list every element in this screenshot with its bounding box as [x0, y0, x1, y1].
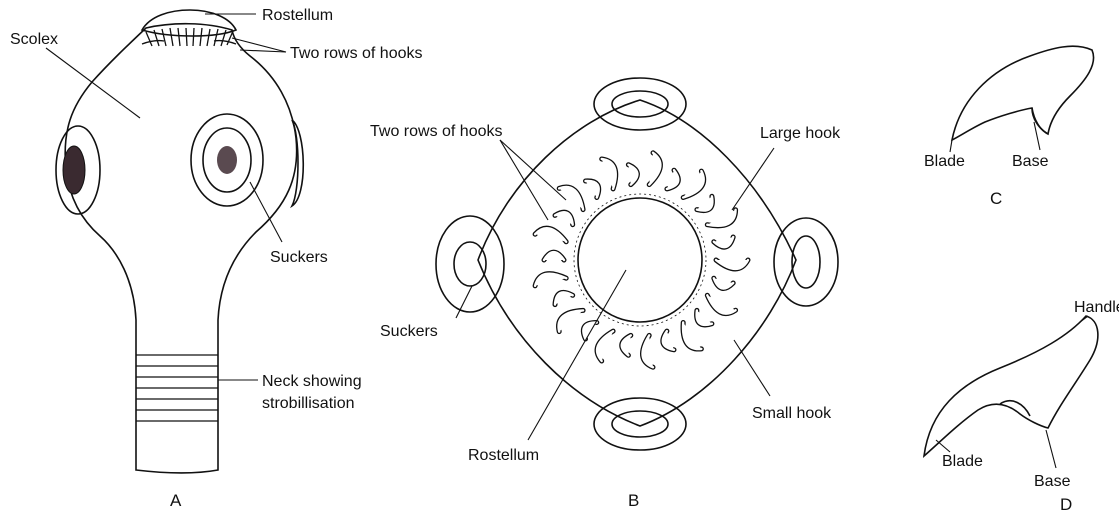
hook-highlight: [535, 228, 566, 242]
hook-highlight: [697, 310, 712, 325]
leader-b-suckers: [456, 286, 472, 318]
label-a-rostellum: Rostellum: [262, 7, 333, 24]
caption-b: B: [628, 491, 639, 510]
leader-b-rostellum: [528, 270, 626, 440]
rostellum-circle: [578, 198, 702, 322]
large-hook-shape: [952, 46, 1094, 140]
label-d-base: Base: [1034, 473, 1071, 490]
leader-a-scolex: [46, 48, 140, 118]
sucker-left: [436, 216, 504, 312]
caption-a: A: [170, 491, 182, 510]
label-b-hooks: Two rows of hooks: [370, 123, 503, 140]
small-hook-notch: [1000, 401, 1030, 416]
sucker-left: [56, 126, 100, 214]
leader-c-blade: [950, 140, 952, 152]
hook-highlight: [559, 187, 583, 210]
hook-highlight: [716, 260, 748, 269]
sucker-right: [292, 120, 303, 206]
label-a-hooks: Two rows of hooks: [290, 45, 423, 62]
neck-segments: [136, 355, 218, 421]
figure-c: Blade Base C: [924, 46, 1094, 208]
label-b-rostellum: Rostellum: [468, 447, 539, 464]
label-d-blade: Blade: [942, 453, 983, 470]
hook-highlight: [555, 212, 573, 225]
label-a-neck-line1: Neck showing: [262, 373, 362, 390]
figure-d: Handle Blade Base D: [924, 299, 1119, 514]
leader-d-base: [1046, 430, 1056, 468]
hook-highlight: [586, 181, 599, 198]
caption-c: C: [990, 189, 1002, 208]
hook-highlight: [559, 310, 584, 331]
label-b-suckers: Suckers: [380, 323, 438, 340]
hook-highlight: [597, 331, 613, 361]
label-b-small-hook: Small hook: [752, 405, 832, 422]
rostellum-hooks: [142, 28, 236, 46]
leader-b-hooks-1: [500, 140, 566, 200]
leader-d-blade: [936, 440, 950, 452]
large-hook-notch: [1032, 108, 1048, 134]
sucker-center: [191, 114, 263, 206]
hooks-ring: [535, 153, 748, 367]
hook-highlight: [555, 292, 573, 304]
hook-highlight: [663, 331, 674, 350]
leader-d-handle: [1080, 316, 1088, 322]
label-a-suckers: Suckers: [270, 249, 328, 266]
hook-highlight: [683, 171, 704, 197]
figure-b: Two rows of hooks Large hook Suckers Sma…: [370, 78, 841, 510]
hook-highlight: [649, 153, 660, 185]
sucker-top: [594, 78, 686, 130]
hook-highlight: [707, 295, 735, 313]
small-hook-shape: [924, 316, 1098, 456]
label-c-blade: Blade: [924, 153, 965, 170]
sucker-bottom: [594, 398, 686, 450]
leader-b-hooks-2: [500, 140, 548, 220]
hook-highlight: [697, 196, 713, 210]
label-d-handle: Handle: [1074, 299, 1119, 316]
leader-b-large-hook: [732, 148, 774, 210]
label-b-large-hook: Large hook: [760, 125, 841, 142]
figure-a: Rostellum Scolex Two rows of hooks Sucke…: [10, 7, 423, 510]
label-a-scolex: Scolex: [10, 31, 58, 48]
leader-b-small-hook: [734, 340, 770, 396]
sucker-right: [774, 218, 838, 306]
label-c-base: Base: [1012, 153, 1049, 170]
label-a-neck-line2: strobillisation: [262, 395, 354, 412]
caption-d: D: [1060, 495, 1072, 514]
